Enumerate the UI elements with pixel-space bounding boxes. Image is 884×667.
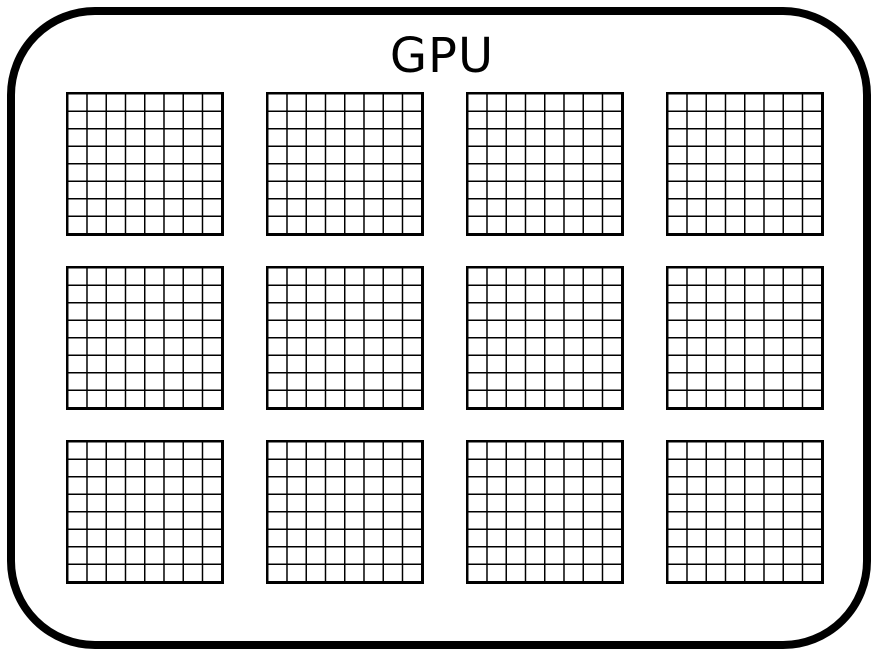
- core-block: [666, 266, 824, 410]
- core-block: [666, 440, 824, 584]
- core-block: [266, 440, 424, 584]
- core-block: [466, 92, 624, 236]
- core-block: [266, 92, 424, 236]
- core-block: [66, 92, 224, 236]
- core-block: [66, 440, 224, 584]
- core-block: [66, 266, 224, 410]
- core-block: [466, 266, 624, 410]
- gpu-title: GPU: [389, 28, 495, 84]
- core-block: [666, 92, 824, 236]
- core-block: [466, 440, 624, 584]
- core-block: [266, 266, 424, 410]
- core-block-grid: [66, 92, 824, 584]
